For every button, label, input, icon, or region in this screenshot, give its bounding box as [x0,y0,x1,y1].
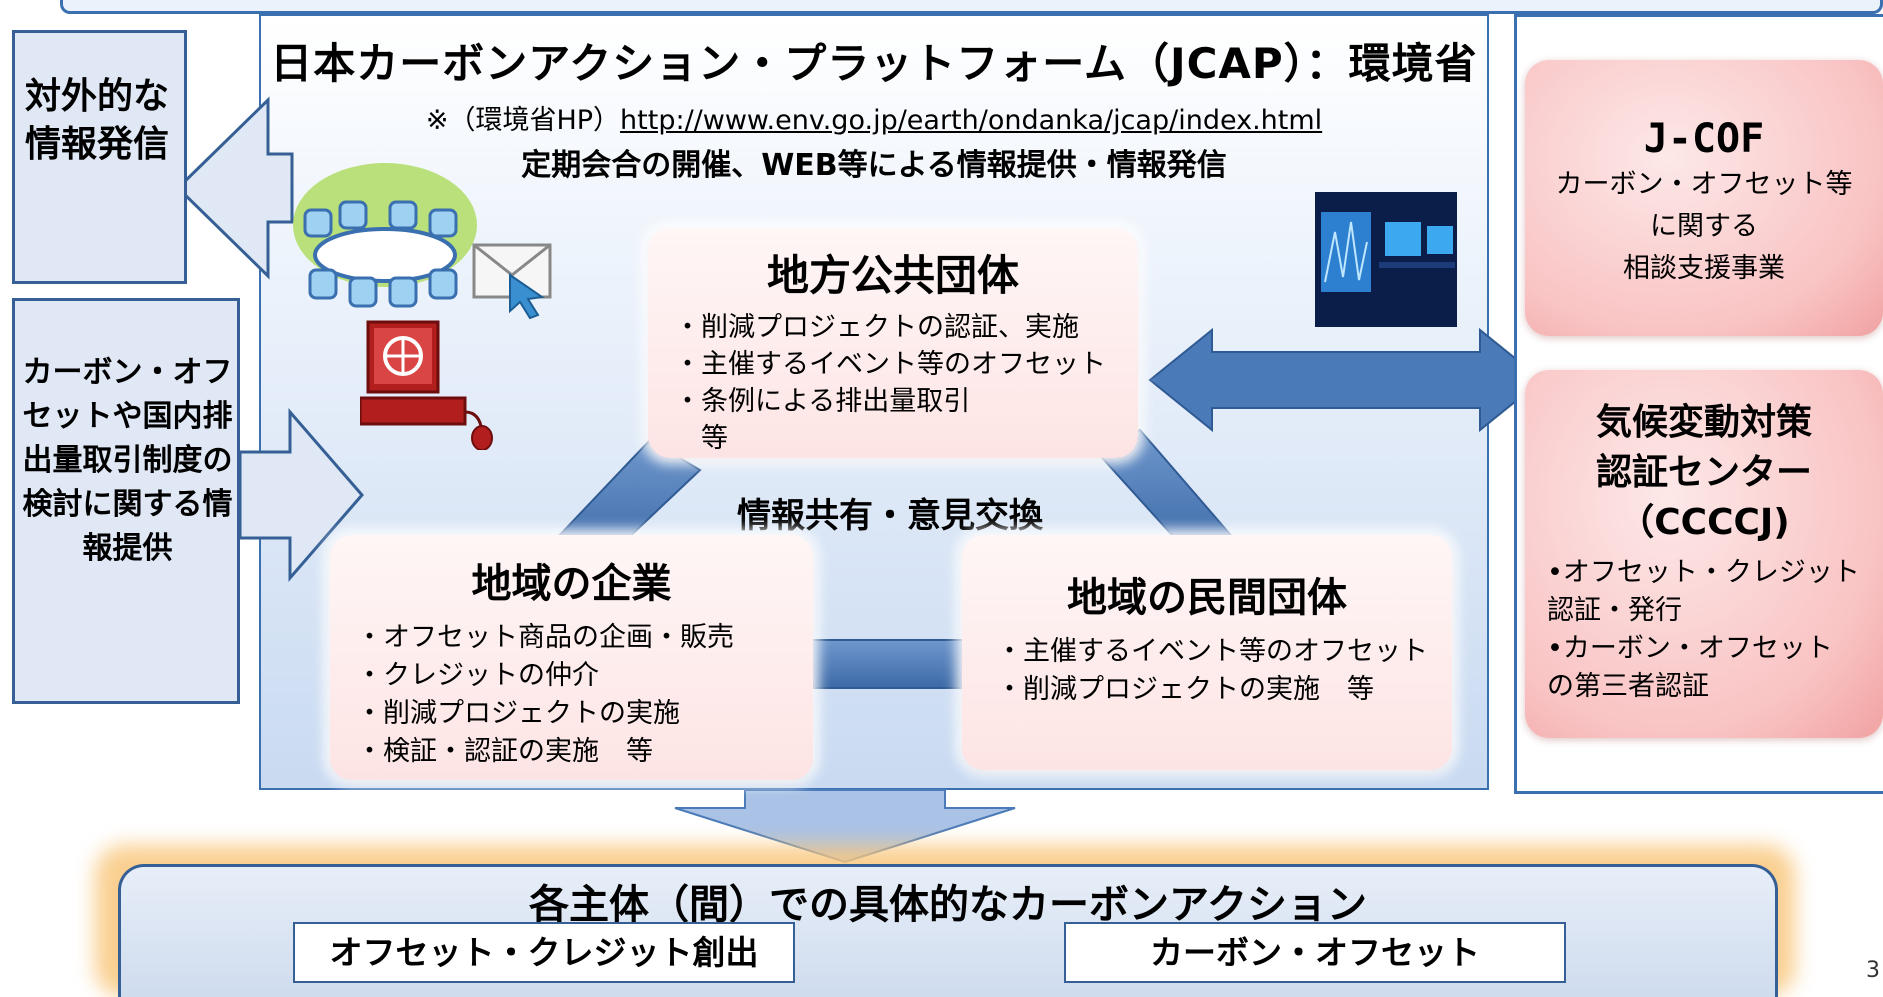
cccj-card: 気候変動対策 認証センター （CCCCJ) •オフセット・クレジット 認証・発行… [1525,370,1883,738]
jcof-title: J-COF [1643,116,1765,162]
cccj-title: 気候変動対策 認証センター （CCCCJ) [1525,398,1883,548]
outward-arrow [175,96,294,280]
cccj-title-line: （CCCCJ) [1618,502,1790,543]
local-ngo-box: 地域の民間団体 ・主催するイベント等のオフセット ・削減プロジェクトの実施 等 [962,535,1452,770]
cccj-desc-line: 認証・発行 [1547,595,1682,626]
list-item: ・条例による排出量取引 [674,386,971,417]
list-item: ・削減プロジェクトの実施 等 [996,674,1374,705]
bottom-title: 各主体（間）での具体的なカーボンアクション [529,882,1367,928]
jcap-url-line: ※（環境省HP）http://www.env.go.jp/earth/ondan… [259,98,1489,137]
computer-icon [360,320,493,450]
local-ngo-list: ・主催するイベント等のオフセット ・削減プロジェクトの実施 等 [996,633,1452,709]
list-item: ・検証・認証の実施 等 [356,736,653,767]
cccj-title-line: 認証センター [1595,452,1812,493]
jcof-card: J-COF カーボン・オフセット等 に関する 相談支援事業 [1525,60,1883,336]
connector-biz-ngo [809,639,966,689]
list-item: ・主催するイベント等のオフセット [674,349,1106,380]
cccj-desc-line: •カーボン・オフセット [1547,633,1833,664]
local-government-list: ・削減プロジェクトの認証、実施 ・主催するイベント等のオフセット ・条例による排… [674,309,1138,457]
study-info-label: カーボン・オフセットや国内排出量取引制度の検討に関する情報提供 [22,355,233,566]
cccj-desc-line: •オフセット・クレジット [1547,557,1860,588]
outward-info-box: 対外的な情報発信 [12,30,187,284]
jcof-desc-line: に関する [1650,211,1758,242]
carbon-offset-box: カーボン・オフセット [1064,922,1566,983]
cccj-title-line: 気候変動対策 [1595,402,1812,443]
study-info-box: カーボン・オフセットや国内排出量取引制度の検討に関する情報提供 [12,298,240,704]
envelope-cursor-icon [472,243,552,320]
page-number: 3 [1866,958,1880,983]
jcof-desc-line: カーボン・オフセット等 [1555,169,1853,200]
local-government-title: 地方公共団体 [766,251,1019,300]
top-strip [60,0,1883,14]
jcap-url-prefix: ※（環境省HP） [425,105,621,136]
jcof-desc-line: 相談支援事業 [1623,253,1785,284]
credit-creation-box: オフセット・クレジット創出 [293,922,795,983]
local-ngo-title: 地域の民間団体 [1067,575,1347,621]
cccj-desc-line: の第三者認証 [1547,671,1709,702]
local-government-box: 地方公共団体 ・削減プロジェクトの認証、実施 ・主催するイベント等のオフセット … [648,228,1138,458]
local-business-title: 地域の企業 [471,561,672,607]
info-share-label: 情報共有・意見交換 [737,496,1043,536]
list-item: 等 [674,423,728,454]
jcap-title: 日本カーボンアクション・プラットフォーム（JCAP）：環境省 [270,39,1478,88]
list-item: ・削減プロジェクトの認証、実施 [674,312,1079,343]
outward-info-label: 対外的な情報発信 [25,76,170,165]
list-item: ・主催するイベント等のオフセット [996,636,1428,667]
inward-arrow [238,407,364,583]
local-business-list: ・オフセット商品の企画・販売 ・クレジットの仲介 ・削減プロジェクトの実施 ・検… [356,619,813,771]
jcap-subtitle: 定期会合の開催、WEB等による情報提供・情報発信 [521,148,1227,183]
monitor-photo-icon [1315,192,1457,327]
local-business-box: 地域の企業 ・オフセット商品の企画・販売 ・クレジットの仲介 ・削減プロジェクト… [330,535,813,780]
double-arrow [1148,327,1544,433]
cccj-desc: •オフセット・クレジット 認証・発行 •カーボン・オフセット の第三者認証 [1547,554,1883,706]
jcap-url-link[interactable]: http://www.env.go.jp/earth/ondanka/jcap/… [620,105,1323,136]
meeting-table-icon [293,163,477,308]
list-item: ・オフセット商品の企画・販売 [356,622,734,653]
list-item: ・クレジットの仲介 [356,660,599,691]
list-item: ・削減プロジェクトの実施 [356,698,680,729]
down-arrow [674,789,1016,864]
